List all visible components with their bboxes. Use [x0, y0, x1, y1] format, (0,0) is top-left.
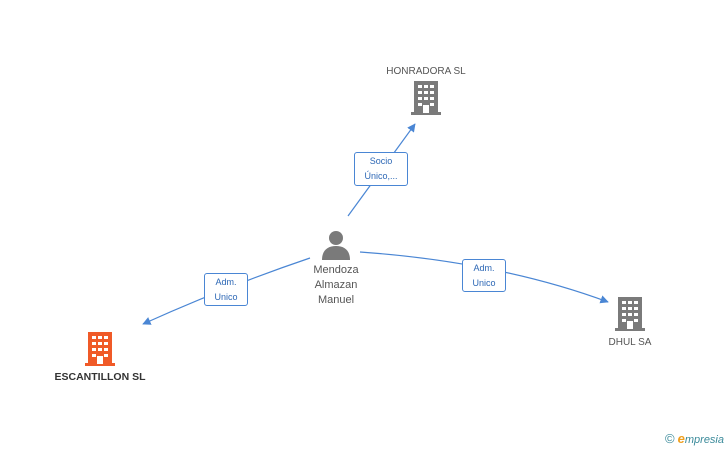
building-icon [615, 297, 645, 331]
brand-rest: mpresia [684, 434, 724, 446]
edge-label-dhul[interactable]: Adm. Unico [462, 259, 506, 292]
brand-logo: empresia [678, 431, 724, 446]
edge-label-honradora-line1: Socio [369, 156, 393, 166]
building-icon [85, 332, 115, 366]
node-person[interactable]: Mendoza Almazan Manuel [296, 230, 376, 308]
person-name-line2: Almazan [314, 279, 358, 291]
edge-label-honradora[interactable]: Socio Único,... [354, 152, 408, 186]
empresia-watermark: © empresia [665, 431, 724, 446]
node-escantillon[interactable]: ESCANTILLON SL [30, 332, 170, 385]
edge-label-dhul-line2: Unico [472, 278, 496, 288]
person-icon [322, 231, 350, 260]
copyright-icon: © [665, 431, 675, 446]
edge-label-escantillon-line1: Adm. [215, 277, 237, 287]
node-dhul[interactable]: DHUL SA [590, 297, 670, 350]
node-label-honradora: HONRADORA SL [386, 66, 466, 77]
brand-initial: e [677, 431, 685, 446]
node-honradora[interactable]: HONRADORA SL [370, 64, 482, 115]
edge-label-dhul-line1: Adm. [473, 263, 495, 273]
node-label-dhul: DHUL SA [608, 337, 652, 348]
edge-label-escantillon-line2: Unico [214, 292, 238, 302]
person-name-line3: Manuel [317, 294, 355, 306]
person-name-line1: Mendoza [313, 264, 359, 276]
building-icon [411, 81, 441, 115]
edge-label-escantillon[interactable]: Adm. Unico [204, 273, 248, 306]
node-label-escantillon: ESCANTILLON SL [54, 371, 146, 383]
edge-label-honradora-line2: Único,... [364, 171, 398, 181]
